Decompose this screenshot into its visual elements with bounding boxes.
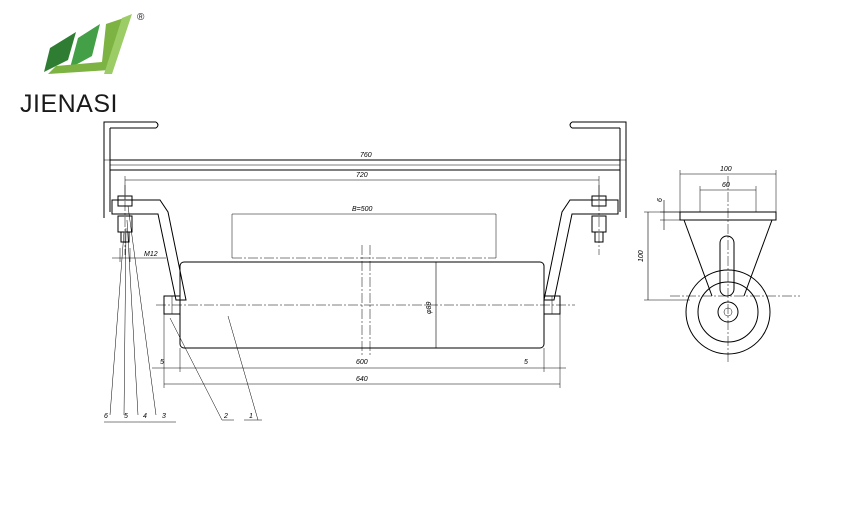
dim-gap-left-label: 5 [160,359,164,366]
right-mounting-bracket [569,121,627,218]
logo-shape-dark [44,32,76,72]
part-number-3: 3 [162,413,166,420]
side-bracket [683,219,773,297]
dim-m12: M12 [112,248,166,262]
dim-720: 720 [124,172,600,200]
side-dim-100-label: 100 [720,166,732,173]
side-slot [719,235,735,297]
dim-diameter-label: φ89 [426,302,433,314]
dim-diameter: φ89 [410,261,442,348]
dim-belt-width-label: B=500 [352,206,373,213]
side-dim-60-label: 60 [722,182,730,189]
registered-mark: ® [137,12,145,23]
left-mounting-bracket [103,121,159,218]
brand-name: JIENASI [20,90,118,118]
dim-640: 640 [164,376,560,385]
right-support-arm [543,199,619,301]
part-number-4: 4 [143,413,147,420]
dim-760-label: 760 [360,152,372,159]
right-bolt-assembly [591,185,607,255]
left-support-arm [111,199,187,301]
dim-640-label: 640 [356,376,368,383]
part-leaders [104,205,262,423]
part-number-6: 6 [104,413,108,420]
logo-swoosh [104,14,132,74]
part-number-2: 2 [223,413,228,420]
dim-720-label: 720 [356,172,368,179]
brand-logo [44,14,132,74]
logo-shape-mid [70,24,100,68]
dim-m12-label: M12 [144,251,158,258]
dim-600-label: 600 [356,359,368,366]
part-number-1: 1 [249,413,253,420]
side-dim-height-label: 100 [638,250,645,262]
part-number-5: 5 [124,413,128,420]
dim-600: 600 5 5 [152,314,566,388]
side-view: 100 60 6 100 [638,166,800,362]
side-dim-6-label: 6 [657,198,664,202]
dim-gap-right-label: 5 [524,359,528,366]
dim-760: 760 [104,152,626,161]
